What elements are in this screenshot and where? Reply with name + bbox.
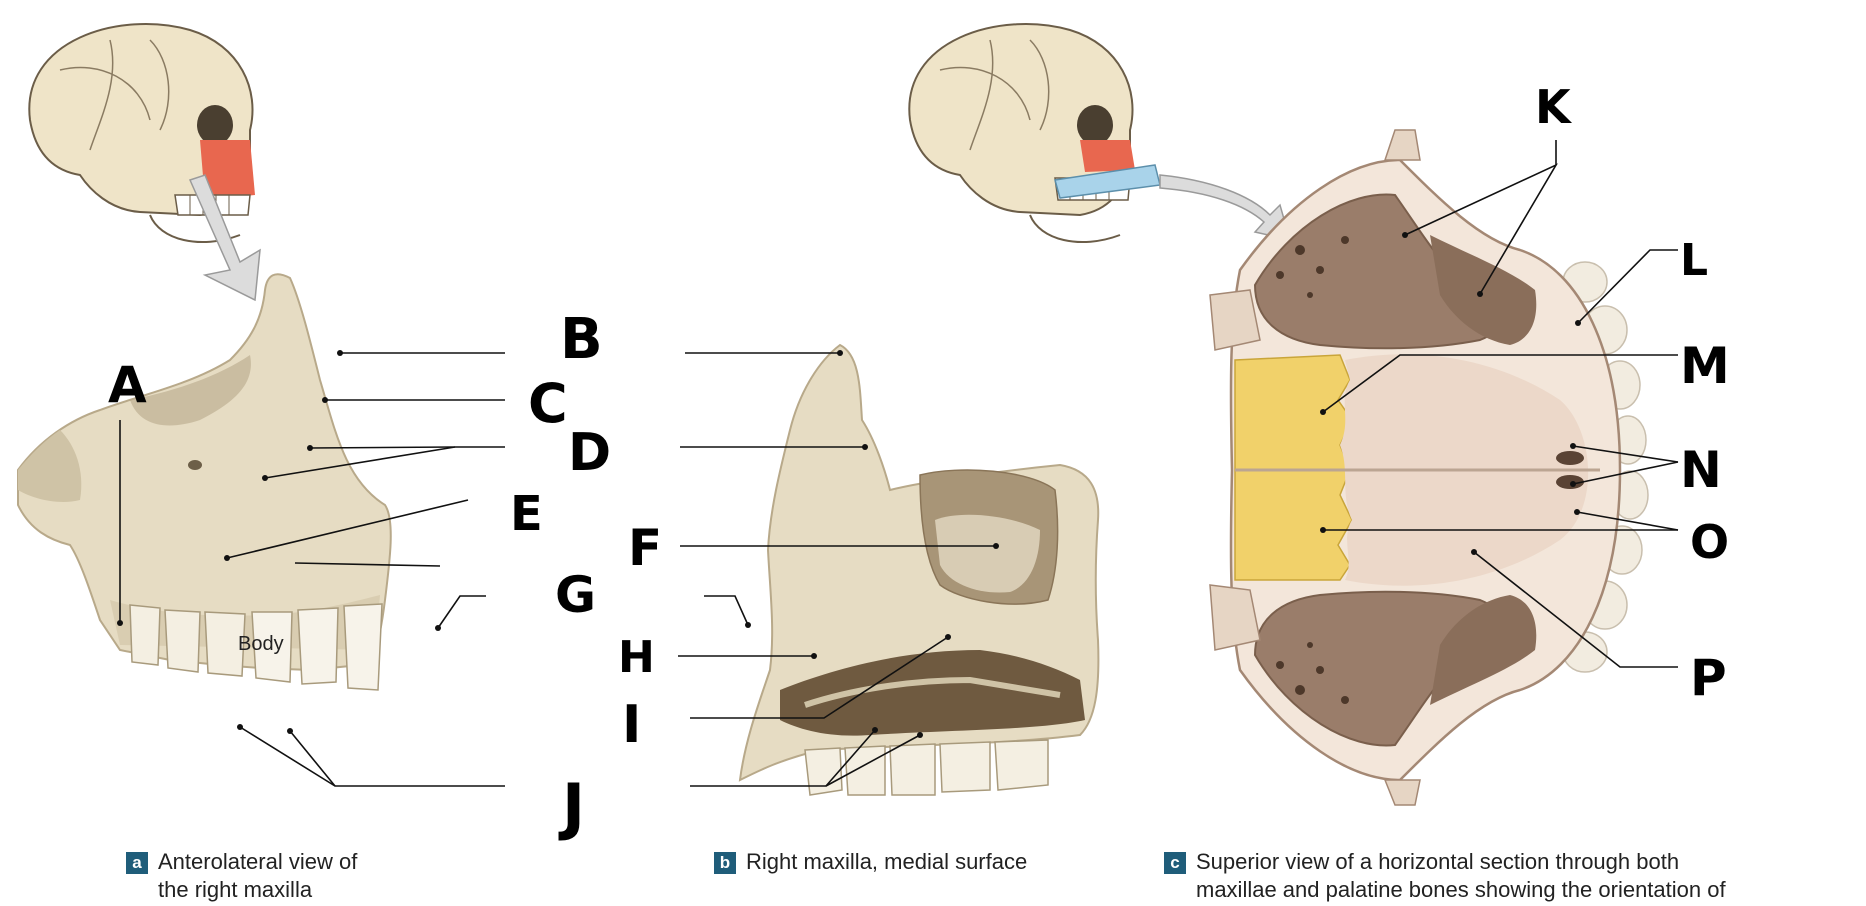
label-c: C (528, 372, 568, 435)
caption-b-line1: Right maxilla, medial surface (746, 849, 1028, 874)
label-m: M (1680, 337, 1730, 395)
label-e: E (510, 486, 543, 542)
leader-dots-a (117, 350, 441, 734)
leader-dots-b (745, 350, 999, 738)
caption-a: a Anterolateral view of the right maxilla (126, 848, 357, 904)
maxilla-anterolateral (17, 273, 392, 691)
label-n: N (1680, 441, 1722, 499)
label-o: O (1690, 515, 1729, 569)
leader-lines-a (119, 352, 505, 787)
label-h: H (618, 632, 655, 683)
caption-c-line2: maxillae and palatine bones showing the … (1196, 877, 1726, 902)
label-p: P (1690, 649, 1727, 707)
maxilla-medial (738, 343, 1100, 796)
leader-lines-c (1322, 140, 1679, 668)
arrow-a (188, 174, 261, 302)
label-g: G (555, 566, 596, 624)
leader-lines-b (678, 352, 996, 787)
leader-dots-c (1320, 232, 1581, 555)
label-k: K (1535, 80, 1573, 134)
skull-thumbnail-c (908, 23, 1161, 243)
caption-c: c Superior view of a horizontal section t… (1164, 848, 1726, 904)
caption-a-badge: a (126, 852, 148, 874)
label-a: A (108, 356, 147, 414)
label-b: B (560, 307, 603, 372)
caption-b: b Right maxilla, medial surface (714, 848, 1027, 876)
label-d: D (568, 423, 611, 483)
caption-a-line2: the right maxilla (158, 877, 313, 902)
label-i: I (622, 695, 641, 755)
arrow-c (1159, 174, 1292, 242)
caption-c-line1: Superior view of a horizontal section th… (1196, 849, 1680, 874)
label-l: L (1680, 235, 1708, 286)
caption-b-badge: b (714, 852, 736, 874)
label-f: F (628, 519, 662, 577)
skull-thumbnail-a (28, 23, 255, 243)
caption-a-line1: Anterolateral view of (158, 849, 358, 874)
maxilla-highlight-a (200, 140, 255, 200)
maxilla-horizontal-section (1209, 129, 1649, 806)
caption-c-badge: c (1164, 852, 1186, 874)
label-j: J (558, 770, 585, 843)
body-label: Body (238, 633, 284, 655)
